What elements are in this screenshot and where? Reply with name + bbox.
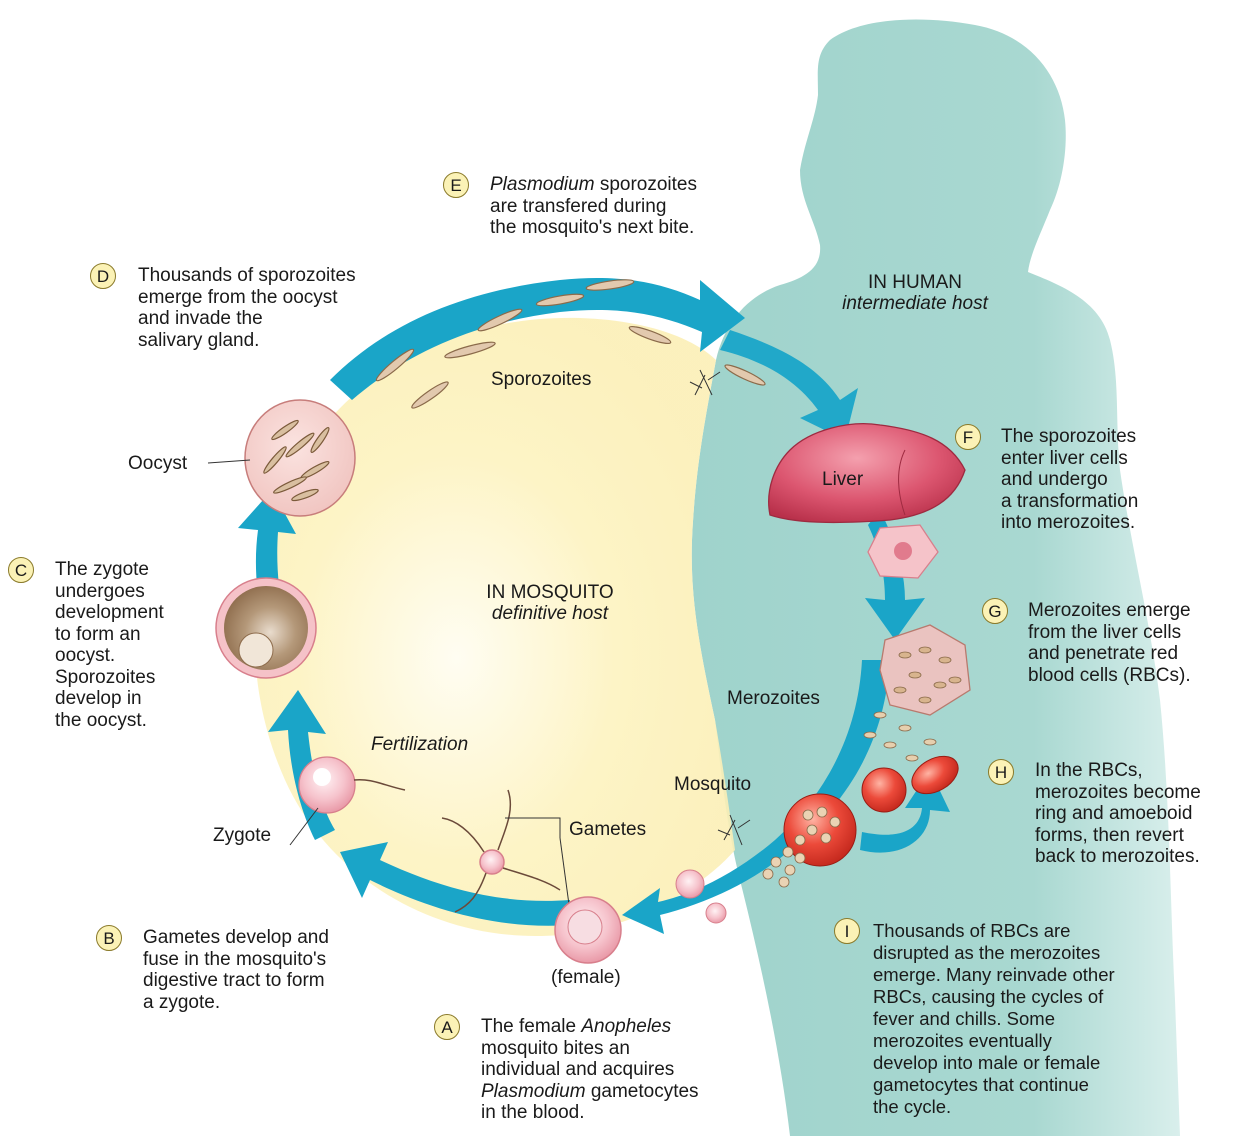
oocyst-artwork [245,400,355,516]
mosquito-label: Mosquito [674,774,751,795]
step-a-badge: A [434,1014,460,1040]
step-h-text: In the RBCs, merozoites become ring and … [1035,760,1201,868]
developing-oocyst-artwork [216,578,316,678]
step-b-badge: B [96,925,122,951]
zygote-label: Zygote [213,825,271,846]
step-f-badge: F [955,424,981,450]
human-host-label: IN HUMAN [820,272,1010,293]
mosquito-host-label: IN MOSQUITO [455,582,645,603]
human-host-title: IN HUMAN intermediate host [820,272,1010,314]
step-a-text: The female Anopheles mosquito bites an i… [481,1016,699,1124]
merozoites-label: Merozoites [727,688,820,709]
female-gamete-artwork [555,897,621,963]
step-h-badge: H [988,759,1014,785]
step-g-text: Merozoites emerge from the liver cells a… [1028,600,1191,686]
step-d-badge: D [90,263,116,289]
oocyst-pointer [208,460,250,463]
step-d-text: Thousands of sporozoites emerge from the… [138,265,356,351]
step-e-badge: E [443,172,469,198]
mosquito-host-subtitle: definitive host [455,603,645,624]
step-b-text: Gametes develop and fuse in the mosquito… [143,927,329,1013]
step-f-text: The sporozoites enter liver cells and un… [1001,426,1138,534]
sporozoites-label: Sporozoites [491,369,591,390]
step-e-text: Plasmodium sporozoites are transfered du… [490,174,697,239]
female-label: (female) [551,967,621,988]
gametes-label: Gametes [569,819,646,840]
oocyst-label: Oocyst [128,453,187,474]
human-host-subtitle: intermediate host [820,293,1010,314]
step-c-text: The zygote undergoes development to form… [55,559,164,731]
step-i-text: Thousands of RBCs are disrupted as the m… [873,920,1115,1118]
step-g-badge: G [982,598,1008,624]
step-c-badge: C [8,557,34,583]
step-i-badge: I [834,918,860,944]
mosquito-host-title: IN MOSQUITO definitive host [455,582,645,624]
fertilization-label: Fertilization [371,734,468,755]
liver-label: Liver [822,469,863,490]
